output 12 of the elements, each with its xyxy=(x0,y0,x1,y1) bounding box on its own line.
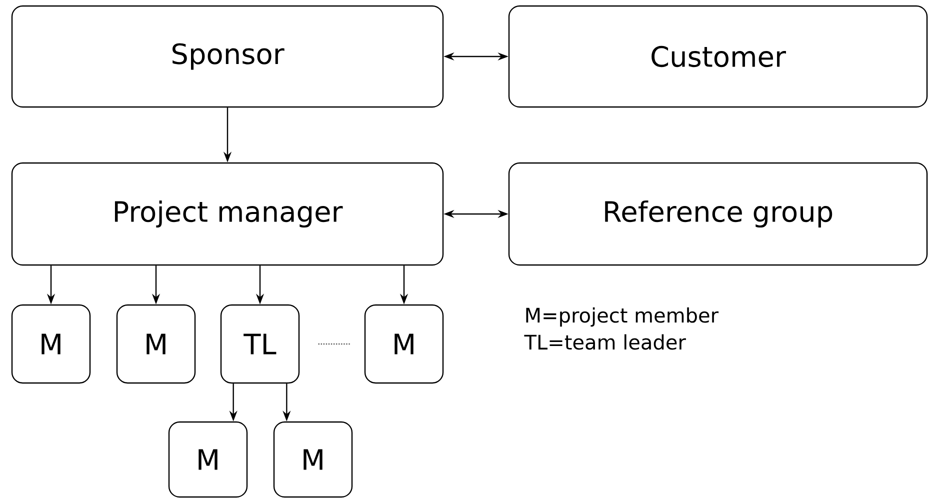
legend-note: TL=team leader xyxy=(524,334,686,350)
legend-note: M=project member xyxy=(526,307,719,327)
role-box: Reference group xyxy=(508,162,928,266)
member-box: M xyxy=(364,304,444,384)
role-box: Sponsor xyxy=(11,5,444,108)
member-box: TL xyxy=(220,304,300,384)
member-box: M xyxy=(11,304,91,384)
member-box: M xyxy=(116,304,196,384)
member-box: M xyxy=(168,421,248,498)
role-box: Project manager xyxy=(11,162,444,266)
role-box: Customer xyxy=(508,5,928,108)
member-box: M xyxy=(273,421,353,498)
